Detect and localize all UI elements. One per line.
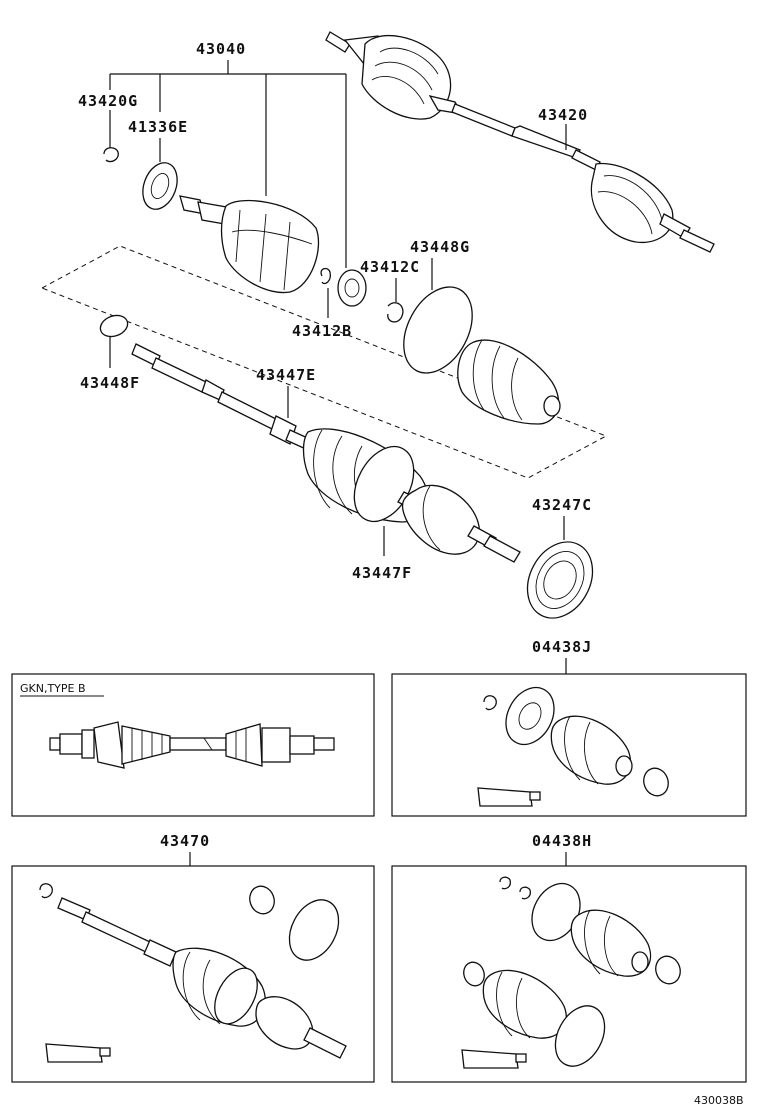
inboard-shaft-43447 xyxy=(131,343,313,451)
label-43420: 43420 xyxy=(538,106,588,124)
boot-kit-04438J-box xyxy=(391,673,747,817)
boot-kit-04438H-box xyxy=(391,865,747,1083)
label-43470: 43470 xyxy=(160,832,210,850)
boot-upper xyxy=(457,339,561,425)
inner-race-43412 xyxy=(337,269,367,307)
snap-ring-43412B xyxy=(320,267,331,285)
label-41336E: 41336E xyxy=(128,118,188,136)
label-43448F: 43448F xyxy=(80,374,140,392)
bracket-43040 xyxy=(109,60,347,268)
label-43040: 43040 xyxy=(196,40,246,58)
gkn-type-b-title: GKN,TYPE B xyxy=(20,682,86,695)
label-04438H: 04438H xyxy=(532,832,592,850)
boot-clamp-43448F xyxy=(99,314,129,338)
label-43247C: 43247C xyxy=(532,496,592,514)
shaft-assembly-43470-parts xyxy=(39,883,347,1063)
label-43412B: 43412B xyxy=(292,322,352,340)
boot-clamp-43448G xyxy=(403,286,473,374)
gkn-shaft-drawing xyxy=(49,721,335,769)
label-43420G: 43420G xyxy=(78,92,138,110)
outboard-joint-43040 xyxy=(179,195,320,294)
label-43447F: 43447F xyxy=(352,564,412,582)
dust-deflector-41336E xyxy=(142,162,178,210)
shaft-assembly-43420 xyxy=(325,31,715,253)
snap-ring-43420G xyxy=(103,147,119,163)
boot-kit-04438H-parts xyxy=(461,876,681,1069)
shaft-assembly-43470-box xyxy=(11,865,375,1083)
label-43448G: 43448G xyxy=(410,238,470,256)
snap-ring-43412C xyxy=(387,302,404,323)
gkn-type-b-box xyxy=(11,673,375,817)
label-43412C: 43412C xyxy=(360,258,420,276)
figure-reference: 430038B xyxy=(694,1094,744,1107)
label-43447E: 43447E xyxy=(256,366,316,384)
seal-43247C xyxy=(526,541,594,619)
label-04438J: 04438J xyxy=(532,638,592,656)
outer-boot-assembly xyxy=(302,428,521,563)
boot-kit-04438J-parts xyxy=(477,686,669,807)
